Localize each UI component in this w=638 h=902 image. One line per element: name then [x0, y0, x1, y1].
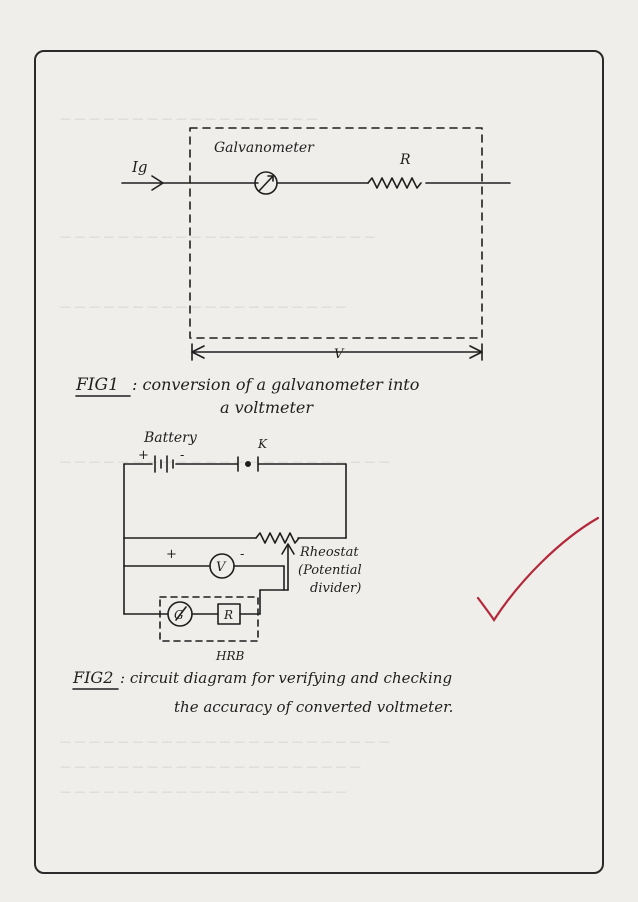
hrb-label: HRB	[215, 649, 245, 663]
bleed-through-text: — — — — — — — — — — — — — — — — — — — — …	[60, 760, 361, 773]
ig-label: Ig	[131, 158, 148, 176]
bleed-through-text: — — — — — — — — — — — — — — — — — — — —	[60, 300, 347, 313]
rheostat-label-line2: (Potential	[298, 563, 362, 578]
fig2-caption-line2: the accuracy of converted voltmeter.	[174, 698, 453, 716]
galvanometer-label: Galvanometer	[214, 140, 315, 156]
rheostat-label-line3: divider)	[310, 581, 361, 596]
fig1-tag: FIG1	[75, 375, 119, 395]
battery-minus-sign: -	[180, 448, 184, 463]
voltage-label: V	[334, 347, 345, 362]
galvanometer-G-letter: G	[174, 608, 184, 622]
battery-label: Battery	[143, 430, 198, 446]
rheostat-coil	[255, 532, 300, 544]
bleed-through-text: — — — — — — — — — — — — — — — — — —	[60, 112, 318, 125]
key-label: K	[257, 437, 268, 451]
fig1-caption-line2: a voltmeter	[220, 398, 314, 417]
hrb-dashed-box	[159, 596, 259, 642]
rheostat-label-line1: Rheostat	[299, 545, 359, 560]
voltmeter-minus-sign: -	[240, 547, 244, 562]
voltmeter-dashed-box	[189, 127, 483, 339]
bleed-through-text: — — — — — — — — — — — — — — — — — — — — …	[60, 230, 376, 243]
page-border	[34, 50, 604, 874]
resistor-label: R	[399, 152, 411, 168]
bleed-through-text: — — — — — — — — — — — — — — — — — — — —	[60, 785, 347, 798]
voltmeter-plus-sign: +	[166, 547, 177, 562]
fig1-caption-line1: : conversion of a galvanometer into	[132, 375, 419, 394]
fig2-caption-line1: : circuit diagram for verifying and chec…	[120, 669, 452, 687]
resistor-R	[367, 177, 422, 189]
fig2-tag: FIG2	[72, 668, 113, 687]
resistance-R-letter: R	[223, 608, 233, 622]
input-arrowhead	[151, 175, 164, 191]
voltmeter-V-letter: V	[216, 560, 227, 575]
galvanometer-needle	[258, 175, 274, 192]
key-plug	[245, 460, 252, 467]
teacher-check-mark	[476, 516, 600, 623]
battery-plus-sign: +	[138, 448, 149, 463]
bleed-through-text: — — — — — — — — — — — — — — — — — — — — …	[60, 735, 390, 748]
